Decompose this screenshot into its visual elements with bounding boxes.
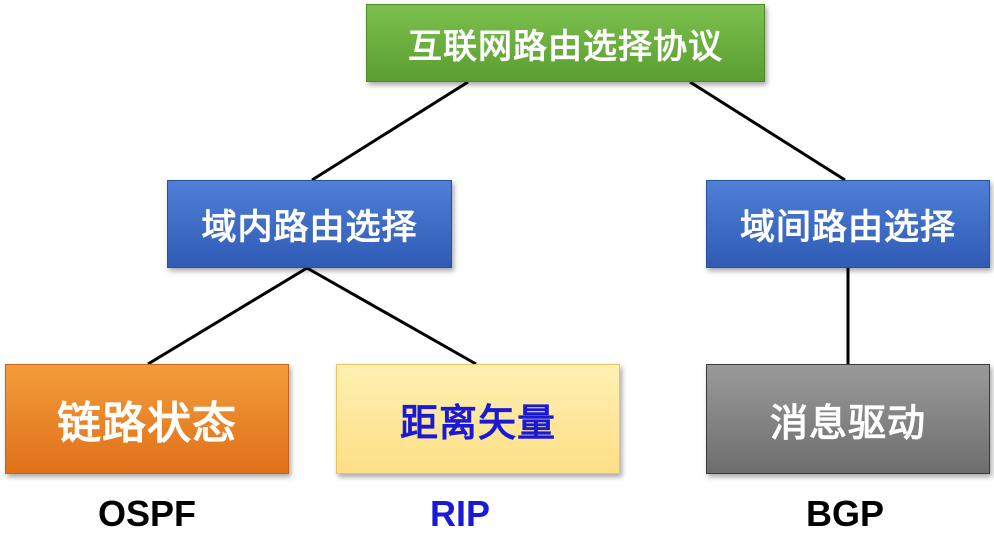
distance-vector-node: 距离矢量 — [336, 364, 620, 474]
message-driven-label: 消息驱动 — [769, 400, 926, 445]
message-driven-node: 消息驱动 — [706, 364, 990, 474]
connector-root-inter — [689, 80, 846, 182]
distance-vector-label: 距离矢量 — [399, 400, 556, 445]
inter-domain-node: 域间路由选择 — [706, 180, 990, 268]
connector-intra-distvector — [306, 266, 477, 366]
rip-label: RIP — [429, 493, 490, 534]
link-state-label: 链路状态 — [57, 398, 237, 449]
bgp-label: BGP — [805, 493, 884, 534]
connector-root-intra — [311, 80, 469, 182]
root-node: 互联网路由选择协议 — [366, 4, 765, 82]
intra-domain-node: 域内路由选择 — [167, 180, 452, 268]
inter-domain-label: 域间路由选择 — [739, 207, 956, 248]
root-node-label: 互联网路由选择协议 — [408, 26, 723, 67]
link-state-node: 链路状态 — [5, 364, 289, 474]
ospf-label: OSPF — [97, 493, 196, 534]
intra-domain-label: 域内路由选择 — [201, 207, 418, 248]
connector-intra-linkstate — [147, 266, 308, 366]
